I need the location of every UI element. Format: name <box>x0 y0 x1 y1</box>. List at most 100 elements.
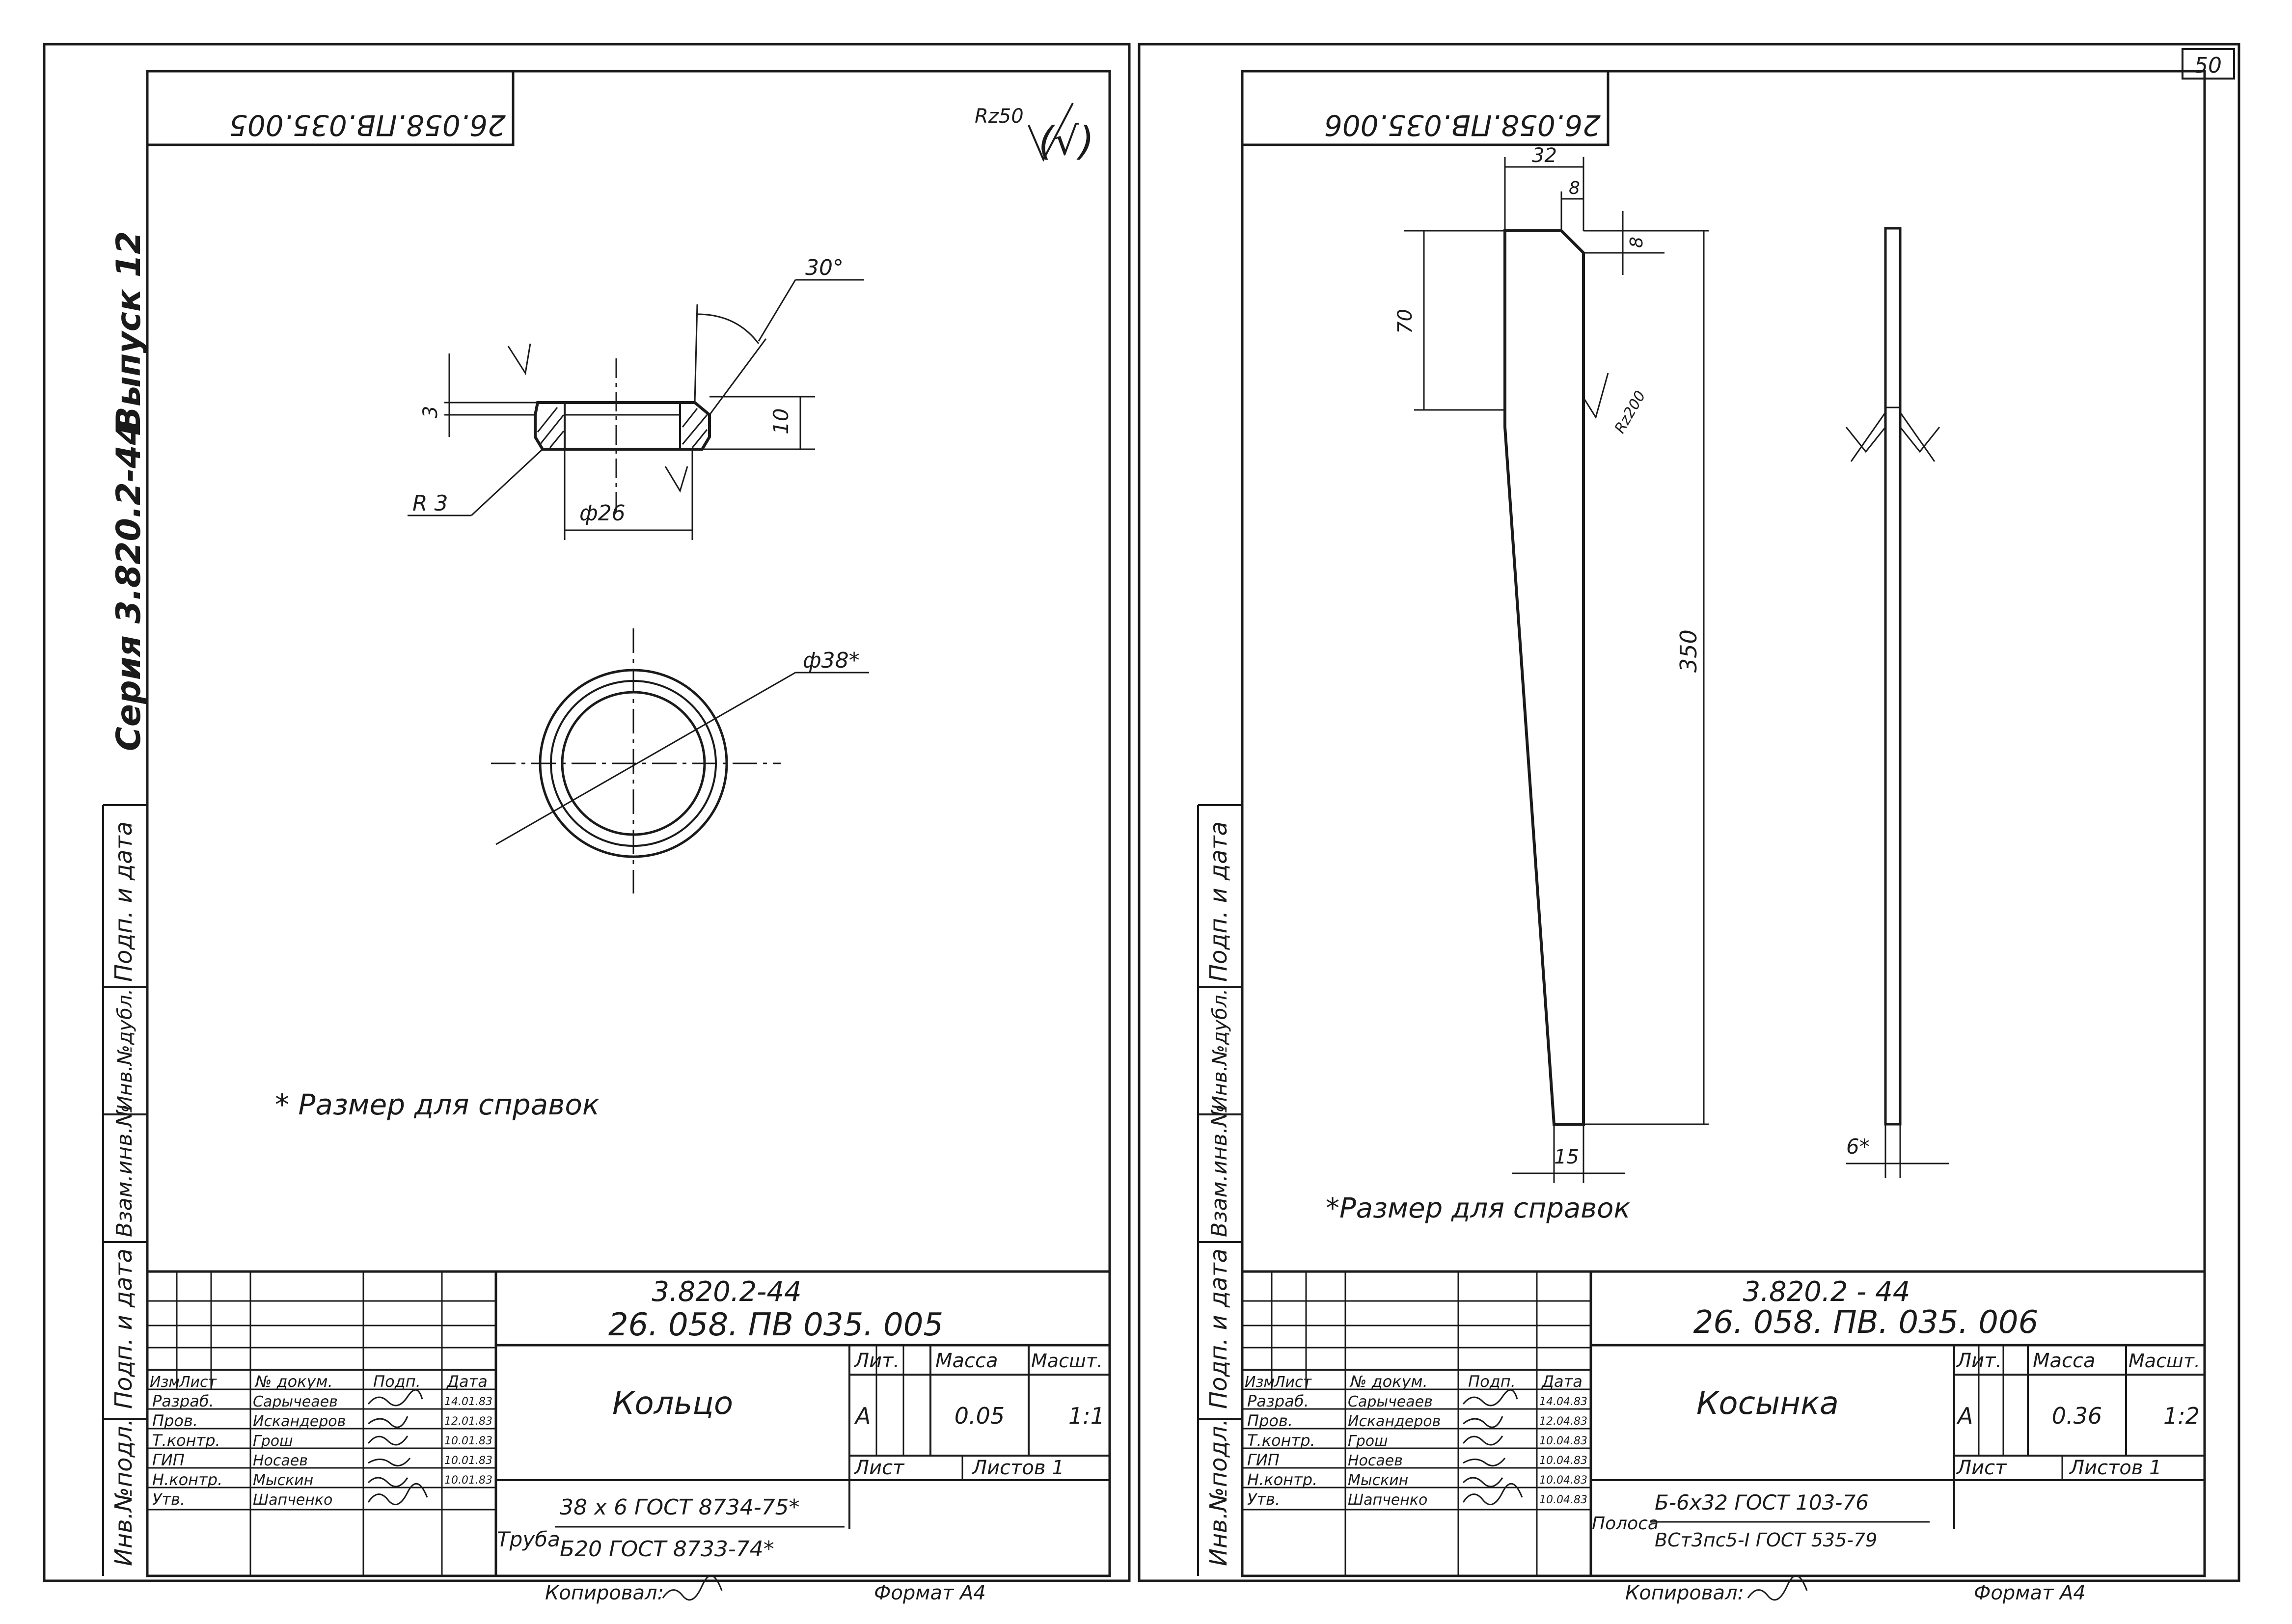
svg-text:Полоса: Полоса <box>1592 1514 1659 1534</box>
svg-text:Дата: Дата <box>446 1372 488 1391</box>
series-label: Серия 3.820.2-44 <box>109 422 148 751</box>
right-footer-copied: Копировал: <box>1625 1582 1744 1604</box>
svg-text:Подп.: Подп. <box>1468 1372 1516 1391</box>
svg-text:10.01.83: 10.01.83 <box>444 1455 492 1467</box>
right-title-block: Изм Лист № докум. Подп. Дата Разраб. Про… <box>1241 1270 2206 1577</box>
left-side-label-2: Инв.№дубл. <box>114 989 136 1110</box>
svg-text:Разраб.: Разраб. <box>152 1392 214 1410</box>
svg-text:Н.контр.: Н.контр. <box>152 1470 222 1489</box>
svg-text:Инв.№дубл.: Инв.№дубл. <box>1209 989 1231 1110</box>
svg-text:10.01.83: 10.01.83 <box>444 1435 492 1447</box>
svg-text:Грош: Грош <box>1348 1433 1388 1450</box>
left-sheet: Инв.№подл. Подп. и дата Взам.инв.№ Инв.№… <box>102 70 1111 1604</box>
svg-text:Лит.: Лит. <box>1956 1350 2002 1372</box>
svg-text:Сарычеаев: Сарычеаев <box>253 1393 338 1410</box>
svg-text:Шапченко: Шапченко <box>1348 1491 1427 1509</box>
left-tb-series: 3.820.2-44 <box>652 1276 801 1308</box>
svg-text:ГИП: ГИП <box>152 1451 185 1469</box>
dim-cut-width: 8 <box>1569 178 1580 198</box>
svg-text:Лист: Лист <box>1274 1374 1312 1391</box>
left-tb-name: Кольцо <box>612 1385 733 1422</box>
svg-text:А: А <box>1956 1403 1973 1429</box>
gusset-side-view: 6* <box>1845 227 1949 1178</box>
svg-text:10.04.83: 10.04.83 <box>1539 1474 1587 1487</box>
svg-text:Пров.: Пров. <box>1247 1411 1293 1430</box>
dim-cut-height: 8 <box>1627 237 1647 248</box>
dim-chamfer: 3 <box>419 406 442 418</box>
svg-text:Т.контр.: Т.контр. <box>1247 1431 1315 1450</box>
dim-inner-dia: ф26 <box>579 501 626 526</box>
right-sheet-frame <box>1138 43 2240 1582</box>
left-side-label-5: Инв.№подл. <box>110 1418 137 1566</box>
dim-height: 10 <box>769 408 793 434</box>
svg-text:Масса: Масса <box>2033 1350 2096 1372</box>
svg-text:Носаев: Носаев <box>1348 1452 1403 1469</box>
right-footer-format: Формат А4 <box>1974 1582 2086 1604</box>
svg-text:Лит.: Лит. <box>853 1350 900 1372</box>
svg-text:Подп.: Подп. <box>373 1372 421 1391</box>
svg-text:Инв.№подл.: Инв.№подл. <box>1205 1418 1232 1566</box>
dim-bottom-width: 15 <box>1554 1146 1579 1168</box>
left-side-label-4: Подп. и дата <box>110 1248 137 1409</box>
svg-text:Подп. и дата: Подп. и дата <box>1205 821 1232 982</box>
svg-text:Листов 1: Листов 1 <box>971 1457 1064 1479</box>
svg-text:14.04.83: 14.04.83 <box>1539 1396 1587 1408</box>
svg-text:Взам.инв.№: Взам.инв.№ <box>1207 1104 1232 1237</box>
svg-text:Разраб.: Разраб. <box>1247 1392 1309 1410</box>
left-stamp-box <box>146 70 515 146</box>
ring-top-view: ф38* <box>491 628 869 893</box>
right-inner-border <box>1241 70 2206 1273</box>
right-tb-name: Косынка <box>1696 1385 1839 1422</box>
right-tb-series: 3.820.2 - 44 <box>1743 1276 1910 1308</box>
right-tb-designation: 26. 058. ПВ. 035. 006 <box>1693 1304 2039 1341</box>
left-side-label-1: Взам.инв.№ <box>112 1104 137 1237</box>
svg-text:Rz50: Rz50 <box>975 105 1024 128</box>
left-side-label-3: Подп. и дата <box>110 821 137 982</box>
svg-text:10.04.83: 10.04.83 <box>1539 1435 1587 1447</box>
dim-radius: R 3 <box>412 491 448 516</box>
svg-text:Сарычеаев: Сарычеаев <box>1348 1393 1433 1410</box>
svg-text:Труба: Труба <box>497 1527 560 1551</box>
left-sheet-frame <box>43 43 1131 1582</box>
svg-text:Утв.: Утв. <box>1247 1490 1280 1509</box>
svg-text:Масса: Масса <box>935 1350 998 1372</box>
dim-outer-dia: ф38* <box>803 648 860 673</box>
svg-text:Шапченко: Шапченко <box>253 1491 332 1509</box>
svg-text:12.04.83: 12.04.83 <box>1539 1415 1587 1428</box>
svg-text:Носаев: Носаев <box>253 1452 308 1469</box>
svg-text:Искандеров: Искандеров <box>1348 1413 1441 1430</box>
svg-text:Н.контр.: Н.контр. <box>1247 1470 1317 1489</box>
dim-top-width: 32 <box>1532 144 1557 167</box>
svg-text:Лист: Лист <box>1956 1457 2007 1479</box>
svg-text:Пров.: Пров. <box>152 1411 198 1430</box>
svg-text:Масшт.: Масшт. <box>1031 1350 1103 1372</box>
svg-text:12.01.83: 12.01.83 <box>444 1415 492 1428</box>
svg-text:Лист: Лист <box>179 1374 218 1391</box>
svg-text:10.04.83: 10.04.83 <box>1539 1455 1587 1467</box>
svg-text:Утв.: Утв. <box>152 1490 185 1509</box>
left-tb-mass: 0.05 <box>955 1403 1005 1429</box>
svg-text:Искандеров: Искандеров <box>253 1413 346 1430</box>
svg-text:Масшт.: Масшт. <box>2128 1350 2200 1372</box>
right-note: *Размер для справок <box>1326 1192 1630 1224</box>
left-tb-material-top: 38 х 6 ГОСТ 8734-75* <box>560 1495 800 1520</box>
page-number: 50 <box>2194 53 2222 78</box>
svg-text:Листов 1: Листов 1 <box>2069 1457 2162 1479</box>
right-tb-mass: 0.36 <box>2052 1403 2102 1429</box>
right-tb-material-bottom: ВСт3пс5-I ГОСТ 535-79 <box>1655 1529 1877 1551</box>
roughness-symbol: Rz50 (√) <box>975 103 1094 164</box>
dim-roughness: Rz200 <box>1611 388 1649 436</box>
svg-text:ГИП: ГИП <box>1247 1451 1280 1469</box>
ring-section-view: 10 3 30° R 3 ф26 <box>408 255 864 540</box>
left-tb-scale: 1:1 <box>1068 1403 1105 1429</box>
svg-text:А: А <box>854 1403 871 1429</box>
svg-text:Дата: Дата <box>1541 1372 1583 1391</box>
left-note: * Размер для справок <box>275 1088 600 1121</box>
svg-text:Изм: Изм <box>150 1374 180 1391</box>
svg-text:Изм: Изм <box>1245 1374 1275 1391</box>
right-tb-scale: 1:2 <box>2163 1403 2200 1429</box>
svg-text:10.04.83: 10.04.83 <box>1539 1494 1587 1506</box>
left-tb-material-bottom: Б20 ГОСТ 8733-74* <box>560 1537 774 1562</box>
svg-text:Мыскин: Мыскин <box>253 1472 313 1489</box>
